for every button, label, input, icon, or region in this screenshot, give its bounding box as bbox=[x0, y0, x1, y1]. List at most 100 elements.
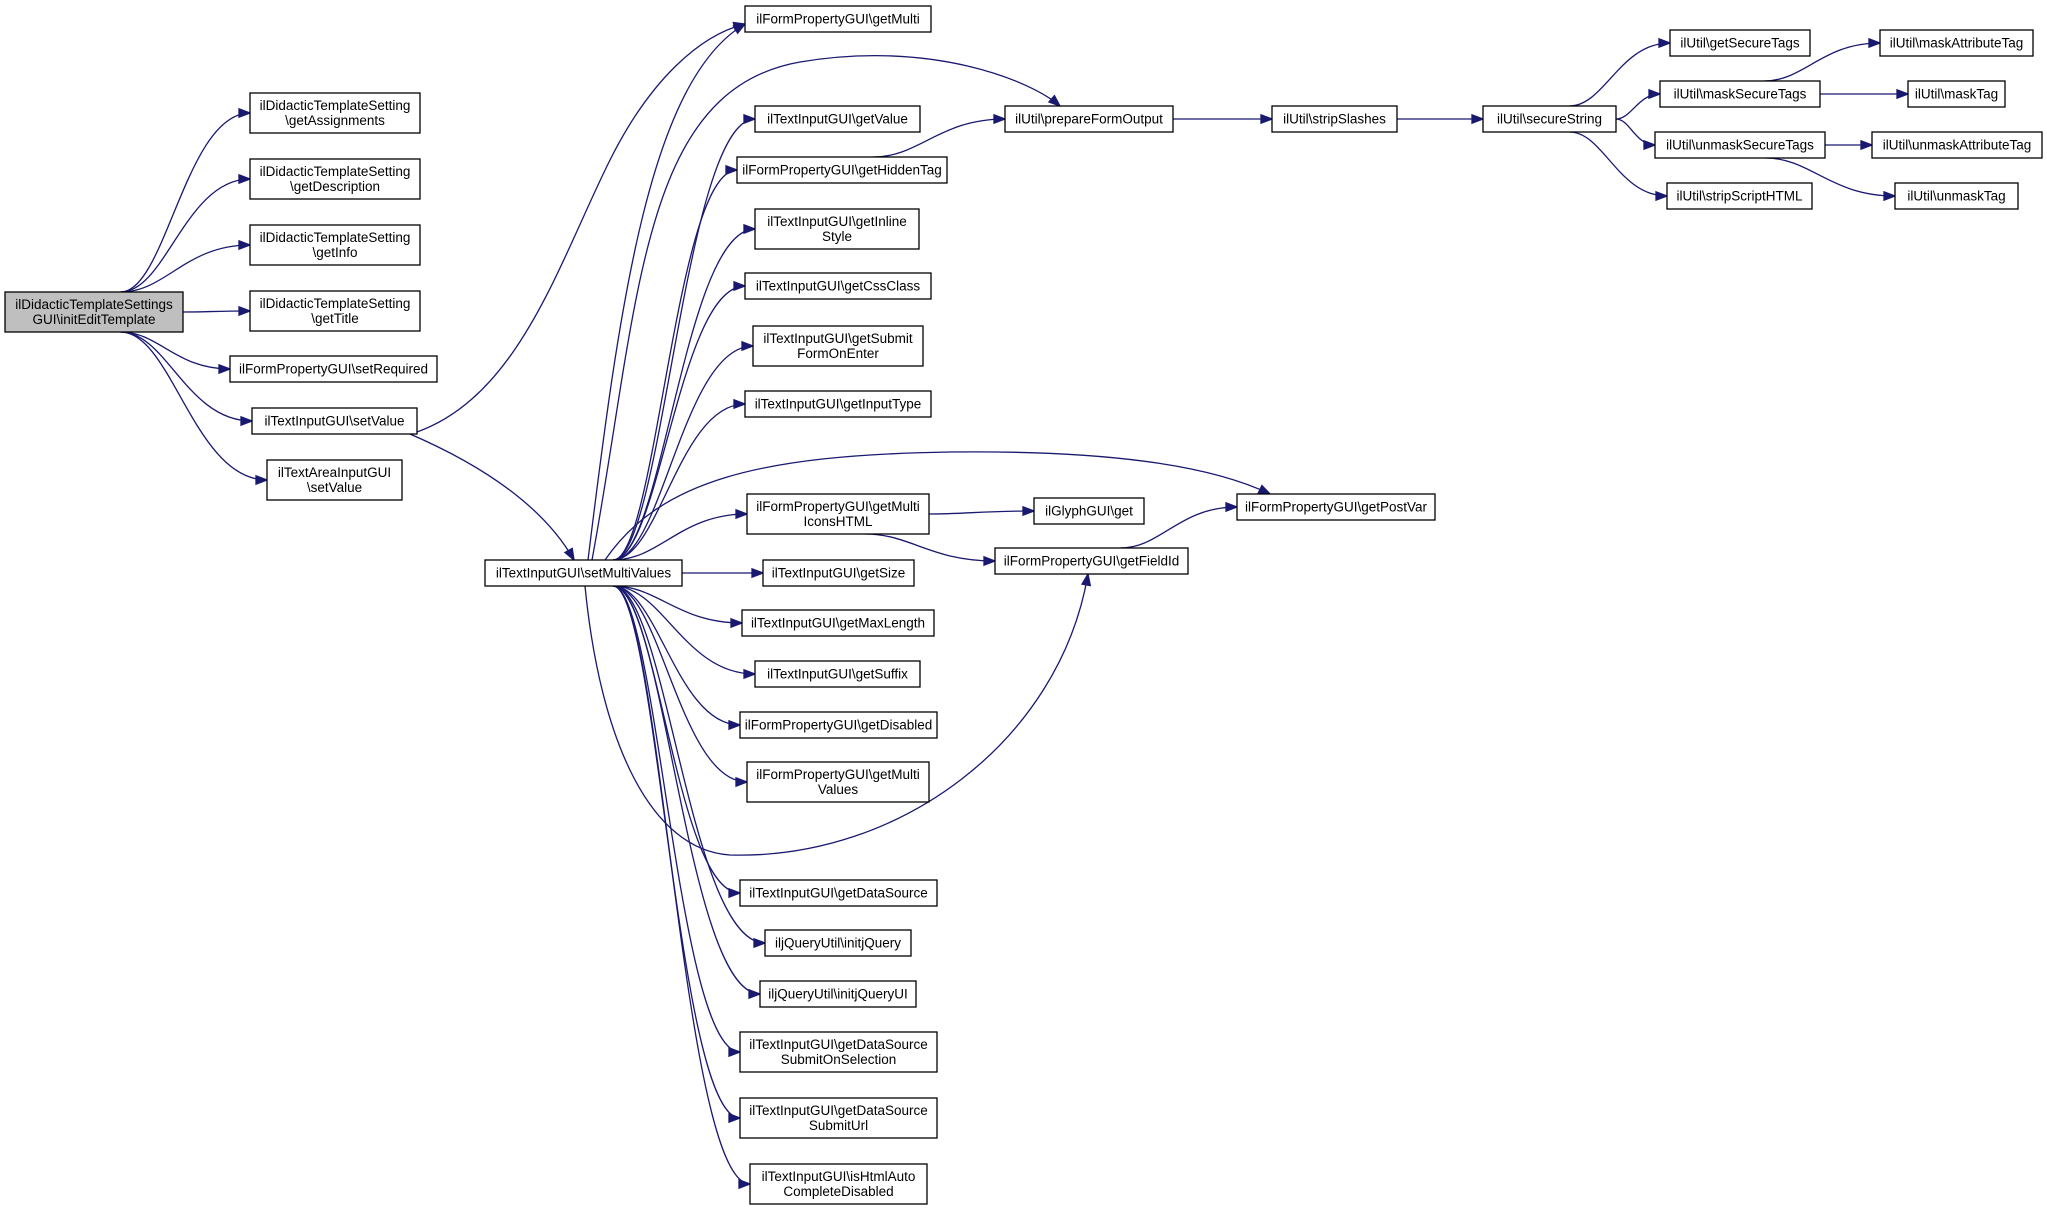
edge-root-to-getTitle bbox=[182, 305, 252, 317]
node-box-glyphGet bbox=[1033, 497, 1145, 525]
node-label-isHtmlAutoCompleteDisabled-line1: ilTextInputGUI\isHtmlAuto bbox=[762, 1169, 916, 1184]
node-getInfo[interactable]: ilDidacticTemplateSetting\getInfo bbox=[249, 224, 421, 266]
node-label-getMultiValues-line2: Values bbox=[818, 782, 859, 797]
node-getMaxLength[interactable]: ilTextInputGUI\getMaxLength bbox=[741, 609, 935, 637]
node-unmaskTag[interactable]: ilUtil\unmaskTag bbox=[1894, 182, 2019, 210]
node-label-prepareFormOutput: ilUtil\prepareFormOutput bbox=[1015, 112, 1163, 127]
node-setRequired[interactable]: ilFormPropertyGUI\setRequired bbox=[229, 355, 438, 383]
edge-arrowhead-setMultiValues-to-getFieldId bbox=[1080, 572, 1092, 587]
node-setValue[interactable]: ilTextInputGUI\setValue bbox=[251, 407, 418, 435]
node-getDescription[interactable]: ilDidacticTemplateSetting\getDescription bbox=[249, 158, 421, 200]
node-label-getAssignments-line1: ilDidacticTemplateSetting bbox=[260, 98, 411, 113]
node-getHiddenTag[interactable]: ilFormPropertyGUI\getHiddenTag bbox=[736, 156, 948, 184]
node-box-maskTag bbox=[1907, 80, 2006, 108]
edge-arrowhead-stripSlashes-to-secureString bbox=[1471, 113, 1485, 125]
node-box-getMultiValues bbox=[746, 761, 930, 803]
node-box-setMultiValues bbox=[484, 559, 683, 587]
node-label-getMultiValues-line1: ilFormPropertyGUI\getMulti bbox=[756, 767, 920, 782]
node-secureString[interactable]: ilUtil\secureString bbox=[1482, 105, 1617, 133]
node-box-maskAttributeTag bbox=[1879, 29, 2034, 57]
edge-arrowhead-getFieldId-to-getPostVar bbox=[1225, 501, 1239, 513]
edge-arrowhead-root-to-getDescription bbox=[238, 173, 252, 185]
node-label-getSubmitFormOnEnter-line2: FormOnEnter bbox=[797, 346, 879, 361]
edge-arrowhead-setMultiValues-to-getDataSourceSubmitUrl bbox=[728, 1112, 742, 1124]
node-getSecureTags[interactable]: ilUtil\getSecureTags bbox=[1669, 29, 1811, 57]
node-initjQuery[interactable]: iljQueryUtil\initjQuery bbox=[764, 929, 912, 957]
node-box-getMaxLength bbox=[741, 609, 935, 637]
node-label-getMulti: ilFormPropertyGUI\getMulti bbox=[756, 12, 920, 27]
node-label-getInfo-line2: \getInfo bbox=[312, 245, 357, 260]
node-getDataSource[interactable]: ilTextInputGUI\getDataSource bbox=[739, 879, 938, 907]
node-getSuffix[interactable]: ilTextInputGUI\getSuffix bbox=[754, 660, 921, 688]
node-stripScriptHTML[interactable]: ilUtil\stripScriptHTML bbox=[1666, 182, 1813, 210]
node-label-getAssignments-line2: \getAssignments bbox=[285, 113, 385, 128]
node-maskTag[interactable]: ilUtil\maskTag bbox=[1907, 80, 2006, 108]
edge-unmaskSecureTags-to-unmaskTag bbox=[1765, 157, 1897, 202]
node-unmaskAttributeTag[interactable]: ilUtil\unmaskAttributeTag bbox=[1871, 131, 2043, 159]
node-maskAttributeTag[interactable]: ilUtil\maskAttributeTag bbox=[1879, 29, 2034, 57]
node-box-maskSecureTags bbox=[1659, 80, 1821, 108]
node-label-getCssClass: ilTextInputGUI\getCssClass bbox=[756, 279, 921, 294]
node-getFieldId[interactable]: ilFormPropertyGUI\getFieldId bbox=[994, 547, 1189, 575]
node-box-getInfo bbox=[249, 224, 421, 266]
edge-line-root-to-setValue bbox=[120, 331, 253, 422]
node-getAssignments[interactable]: ilDidacticTemplateSetting\getAssignments bbox=[249, 92, 421, 134]
edge-line-setMultiValues-to-getFieldId bbox=[584, 573, 1089, 856]
node-box-getMultiIconsHTML bbox=[746, 493, 930, 535]
edge-stripSlashes-to-secureString bbox=[1397, 113, 1485, 125]
edge-arrowhead-setMultiValues-to-getDataSourceSubmitOnSelection bbox=[728, 1046, 742, 1058]
node-box-getCssClass bbox=[744, 272, 932, 300]
node-isHtmlAutoCompleteDisabled[interactable]: ilTextInputGUI\isHtmlAutoCompleteDisable… bbox=[749, 1163, 928, 1205]
node-getValue[interactable]: ilTextInputGUI\getValue bbox=[754, 105, 921, 133]
edge-getMultiIconsHTML-to-getFieldId bbox=[865, 533, 997, 567]
node-stripSlashes[interactable]: ilUtil\stripSlashes bbox=[1271, 105, 1398, 133]
edge-secureString-to-unmaskSecureTags bbox=[1615, 118, 1657, 151]
edge-getFieldId-to-getPostVar bbox=[1120, 501, 1239, 549]
edge-arrowhead-setMultiValues-to-getDisabled bbox=[728, 719, 742, 731]
edge-line-getHiddenTag-to-prepareFormOutput bbox=[873, 118, 1006, 158]
edge-setMultiValues-to-getDisabled bbox=[613, 585, 742, 731]
node-label-setMultiValues: ilTextInputGUI\setMultiValues bbox=[496, 566, 672, 581]
edge-maskSecureTags-to-maskTag bbox=[1820, 88, 1910, 100]
node-unmaskSecureTags[interactable]: ilUtil\unmaskSecureTags bbox=[1654, 131, 1826, 159]
node-taSetValue[interactable]: ilTextAreaInputGUI\setValue bbox=[266, 459, 403, 501]
node-label-initjQuery: iljQueryUtil\initjQuery bbox=[775, 936, 901, 951]
node-getDataSourceSubmitOnSelection[interactable]: ilTextInputGUI\getDataSourceSubmitOnSele… bbox=[739, 1031, 938, 1073]
edge-line-root-to-taSetValue bbox=[120, 331, 268, 481]
edge-setMultiValues-to-getDataSource bbox=[612, 585, 742, 899]
node-getPostVar[interactable]: ilFormPropertyGUI\getPostVar bbox=[1236, 493, 1436, 521]
node-root[interactable]: ilDidacticTemplateSettingsGUI\initEditTe… bbox=[4, 291, 184, 333]
edge-arrowhead-unmaskSecureTags-to-unmaskTag bbox=[1883, 190, 1897, 202]
edge-setMultiValues-to-getMulti bbox=[587, 23, 747, 561]
edge-arrowhead-setMultiValues-to-initjQuery bbox=[753, 937, 767, 949]
edge-line-setMultiValues-to-isHtmlAutoCompleteDisabled bbox=[612, 585, 751, 1185]
node-box-getSecureTags bbox=[1669, 29, 1811, 57]
node-box-stripScriptHTML bbox=[1666, 182, 1813, 210]
edge-arrowhead-secureString-to-maskSecureTags bbox=[1648, 88, 1662, 100]
edge-setValue-to-setMultiValues bbox=[409, 433, 575, 562]
node-getMulti[interactable]: ilFormPropertyGUI\getMulti bbox=[744, 5, 932, 33]
node-label-getMultiIconsHTML-line2: IconsHTML bbox=[803, 514, 873, 529]
node-glyphGet[interactable]: ilGlyphGUI\get bbox=[1033, 497, 1145, 525]
node-setMultiValues[interactable]: ilTextInputGUI\setMultiValues bbox=[484, 559, 683, 587]
node-maskSecureTags[interactable]: ilUtil\maskSecureTags bbox=[1659, 80, 1821, 108]
node-label-initjQueryUI: iljQueryUtil\initjQueryUI bbox=[768, 987, 908, 1002]
edge-arrowhead-setMultiValues-to-prepareFormOutput bbox=[1047, 94, 1062, 108]
node-initjQueryUI[interactable]: iljQueryUtil\initjQueryUI bbox=[759, 980, 917, 1008]
edge-line-setMultiValues-to-getMultiIconsHTML bbox=[613, 513, 748, 561]
edge-secureString-to-stripScriptHTML bbox=[1569, 131, 1669, 202]
node-getTitle[interactable]: ilDidacticTemplateSetting\getTitle bbox=[249, 290, 421, 332]
edge-arrowhead-secureString-to-getSecureTags bbox=[1658, 37, 1672, 49]
node-box-getTitle bbox=[249, 290, 421, 332]
node-getDisabled[interactable]: ilFormPropertyGUI\getDisabled bbox=[739, 711, 938, 739]
node-getCssClass[interactable]: ilTextInputGUI\getCssClass bbox=[744, 272, 932, 300]
node-getInputType[interactable]: ilTextInputGUI\getInputType bbox=[744, 390, 932, 418]
node-prepareFormOutput[interactable]: ilUtil\prepareFormOutput bbox=[1004, 105, 1174, 133]
node-getSize[interactable]: ilTextInputGUI\getSize bbox=[762, 559, 915, 587]
